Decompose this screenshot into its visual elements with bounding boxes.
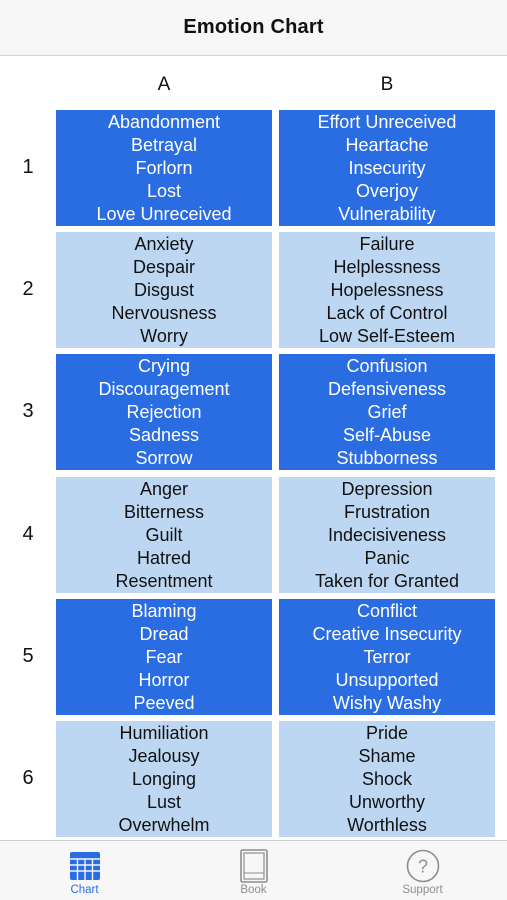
- emotion-item[interactable]: Despair: [132, 256, 196, 277]
- emotion-item[interactable]: Bitterness: [123, 501, 205, 522]
- emotion-item[interactable]: Nervousness: [111, 303, 217, 324]
- emotion-item[interactable]: Horror: [138, 670, 190, 691]
- emotion-item[interactable]: Low Self-Esteem: [318, 326, 456, 347]
- row-label: 4: [22, 523, 34, 545]
- emotion-item[interactable]: Guilt: [145, 524, 183, 545]
- emotion-item[interactable]: Worry: [140, 326, 188, 347]
- svg-text:?: ?: [417, 857, 427, 877]
- tab-bar: Chart Book ? Support: [0, 840, 507, 900]
- emotion-item[interactable]: Abandonment: [107, 111, 221, 132]
- emotion-item[interactable]: Dread: [139, 623, 189, 644]
- emotion-item[interactable]: Anxiety: [134, 233, 194, 254]
- tab-support[interactable]: ? Support: [338, 841, 507, 900]
- emotion-item[interactable]: Helplessness: [333, 256, 441, 277]
- emotion-item[interactable]: Peeved: [133, 693, 195, 714]
- emotion-item[interactable]: Depression: [341, 478, 433, 499]
- emotion-item[interactable]: Defensiveness: [327, 378, 447, 399]
- emotion-item[interactable]: Unsupported: [335, 670, 439, 691]
- emotion-item[interactable]: Shock: [361, 768, 413, 789]
- emotion-item[interactable]: Grief: [367, 401, 407, 422]
- book-icon: [237, 849, 271, 883]
- emotion-item[interactable]: Resentment: [115, 571, 213, 592]
- emotion-item[interactable]: Lack of Control: [326, 303, 448, 324]
- emotion-item[interactable]: Self-Abuse: [342, 425, 432, 446]
- emotion-item[interactable]: Disgust: [133, 279, 195, 300]
- emotion-item[interactable]: Indecisiveness: [327, 524, 447, 545]
- emotion-item[interactable]: Taken for Granted: [314, 571, 460, 592]
- emotion-item[interactable]: Anger: [139, 478, 189, 499]
- row-label: 6: [22, 767, 34, 789]
- emotion-item[interactable]: Crying: [137, 355, 190, 376]
- emotion-item[interactable]: Lust: [146, 792, 182, 813]
- emotion-item[interactable]: Forlorn: [135, 157, 193, 178]
- emotion-item[interactable]: Sorrow: [135, 448, 193, 469]
- emotion-item[interactable]: Lost: [146, 181, 182, 202]
- emotion-item[interactable]: Overwhelm: [118, 815, 210, 836]
- emotion-item[interactable]: Pride: [365, 722, 409, 743]
- emotion-item[interactable]: Hatred: [136, 548, 192, 569]
- tab-book-label: Book: [240, 884, 267, 896]
- column-header-a: A: [157, 74, 171, 95]
- emotion-item[interactable]: Terror: [363, 646, 411, 667]
- row-label: 2: [22, 278, 34, 300]
- question-circle-icon: ?: [406, 849, 440, 883]
- emotion-item[interactable]: Vulnerability: [338, 204, 436, 225]
- row-label: 1: [22, 156, 34, 178]
- emotion-item[interactable]: Love Unreceived: [96, 204, 232, 225]
- emotion-item[interactable]: Worthless: [347, 815, 427, 836]
- page-title: Emotion Chart: [183, 16, 324, 38]
- emotion-item[interactable]: Failure: [359, 233, 415, 254]
- row-label: 5: [22, 645, 34, 667]
- tab-book[interactable]: Book: [169, 841, 338, 900]
- emotion-item[interactable]: Panic: [364, 548, 410, 569]
- emotion-item[interactable]: Creative Insecurity: [312, 623, 462, 644]
- emotion-item[interactable]: Longing: [131, 768, 197, 789]
- column-header-b: B: [380, 74, 394, 95]
- emotion-item[interactable]: Sadness: [128, 425, 200, 446]
- grid-icon: [68, 849, 102, 883]
- row-label: 3: [22, 400, 34, 422]
- emotion-item[interactable]: Shame: [358, 745, 416, 766]
- navigation-bar: Emotion Chart: [0, 0, 507, 56]
- emotion-item[interactable]: Hopelessness: [330, 279, 444, 300]
- tab-chart-label: Chart: [70, 884, 99, 896]
- emotion-item[interactable]: Wishy Washy: [332, 693, 442, 714]
- emotion-item[interactable]: Overjoy: [355, 181, 418, 202]
- tab-support-label: Support: [402, 884, 443, 896]
- emotion-item[interactable]: Fear: [145, 646, 183, 667]
- tab-chart[interactable]: Chart: [0, 841, 169, 900]
- emotion-item[interactable]: Humiliation: [119, 722, 209, 743]
- emotion-item[interactable]: Unworthy: [348, 792, 426, 813]
- emotion-item[interactable]: Conflict: [356, 600, 418, 621]
- emotion-item[interactable]: Insecurity: [348, 157, 426, 178]
- emotion-item[interactable]: Betrayal: [130, 134, 198, 155]
- emotion-item[interactable]: Discouragement: [98, 378, 230, 399]
- emotion-item[interactable]: Jealousy: [128, 745, 200, 766]
- emotion-item[interactable]: Effort Unreceived: [317, 111, 457, 132]
- emotion-item[interactable]: Stubborness: [336, 448, 438, 469]
- emotion-item[interactable]: Blaming: [131, 600, 197, 621]
- emotion-item[interactable]: Heartache: [345, 134, 429, 155]
- emotion-item[interactable]: Frustration: [343, 501, 431, 522]
- emotion-item[interactable]: Confusion: [346, 355, 428, 376]
- emotion-item[interactable]: Rejection: [126, 401, 202, 422]
